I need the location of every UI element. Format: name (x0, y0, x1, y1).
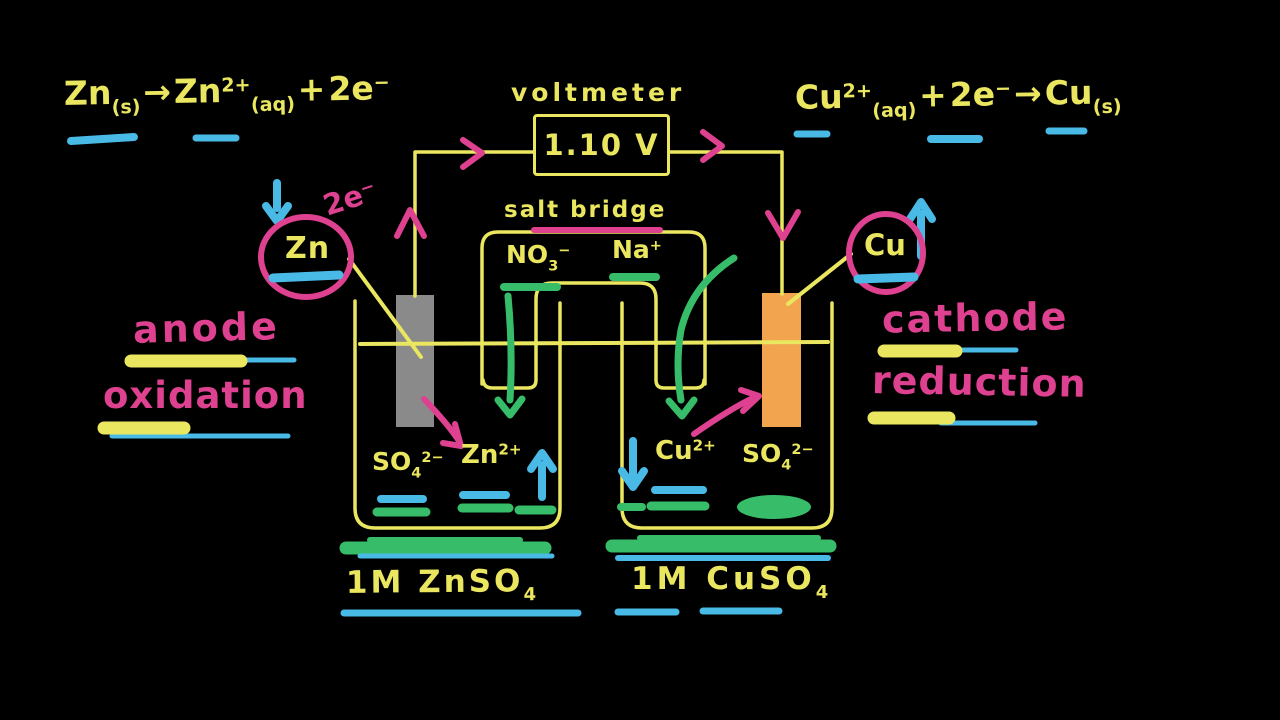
zinc-label-circle (258, 214, 354, 300)
zinc-label-underline (268, 270, 344, 283)
copper-ion-decrease-arrowhead-icon (618, 467, 648, 491)
copper-label-underline (853, 272, 919, 284)
ion-symbol: SO (372, 447, 412, 476)
zinc-mass-decrease-arrowhead-icon (262, 202, 292, 225)
ion-charge: − (558, 243, 571, 260)
product-state: (aq) (250, 92, 296, 117)
sulfate-blob-green (737, 495, 811, 519)
zinc-ion-increase-arrowhead-icon (527, 449, 557, 473)
electrons-charge: − (373, 70, 390, 94)
reduction-half-reaction: Cu2+(aq)+2e−→Cu(s) (794, 72, 1122, 123)
ion-charge: 2− (791, 442, 814, 459)
copper-electrode-bar (762, 293, 801, 427)
reactant-symbol: Zn (63, 73, 112, 113)
ion-charge: 2− (421, 450, 444, 467)
voltmeter-box: 1.10 V (533, 114, 670, 176)
zinc-dissolving-arrowhead-icon (440, 421, 464, 449)
electron-up-arrow-icon (394, 207, 427, 239)
sodium-flow-arrowhead-icon (665, 396, 698, 420)
ion-charge: + (649, 238, 662, 255)
electrons: 2e (949, 74, 996, 115)
ion-subscript: 3 (548, 258, 559, 275)
sodium-flow-arrow (674, 254, 738, 404)
zinc-sulfate-solution-label: 1M ZnSO4 (345, 563, 537, 606)
solution-name: 1M ZnSO (345, 563, 524, 601)
ion-subscript: 4 (411, 465, 422, 482)
plus-sign: + (918, 75, 948, 115)
zinc-ion-label: Zn2+ (461, 442, 522, 468)
copper-sulfate-solution-label: 1M CuSO4 (631, 564, 828, 602)
ion-symbol: NO (506, 240, 549, 269)
solution-name: 1M CuSO (631, 561, 816, 597)
salt-bridge-inner (481, 281, 706, 390)
solution-subscript: 4 (815, 581, 829, 603)
sulfate-ion-label-right: SO42− (742, 441, 814, 473)
salt-bridge-label: salt bridge (504, 197, 667, 223)
sulfate-ion-label-left: SO42− (372, 449, 444, 481)
ion-charge: 2+ (498, 440, 522, 459)
voltmeter-label: voltmeter (511, 78, 686, 107)
copper-mass-increase-arrowhead-icon (906, 198, 936, 223)
ion-symbol: Na (612, 235, 650, 264)
ion-symbol: Cu (655, 436, 693, 466)
nitrate-flow-arrow (504, 292, 515, 404)
sodium-ion-label: Na+ (612, 237, 662, 262)
water-level-line (358, 340, 830, 346)
nitrate-flow-arrowhead-icon (494, 395, 526, 419)
product-state: (s) (1092, 94, 1122, 119)
voltmeter-reading: 1.10 V (543, 128, 660, 162)
copper-label-connector (786, 252, 853, 306)
wire-anode (413, 150, 535, 298)
reactant-state: (s) (111, 95, 141, 119)
ion-symbol: Zn (461, 440, 499, 470)
reaction-arrow: → (1013, 73, 1043, 114)
anode-label: anode (132, 304, 281, 352)
wire-cathode (668, 150, 784, 296)
current-arrow-right-icon (700, 129, 725, 163)
ion-symbol: SO (742, 439, 782, 468)
copper-deposit-arrowhead-icon (738, 387, 762, 414)
reactant-state: (aq) (872, 98, 917, 123)
oxidation-half-reaction: Zn(s)→Zn2+(aq)+2e− (63, 68, 390, 119)
copper-label-circle (846, 211, 926, 295)
product-symbol: Zn (173, 71, 222, 111)
copper-deposit-arrow (691, 395, 756, 437)
oxidation-label: oxidation (103, 374, 308, 417)
electrons-charge: − (994, 76, 1012, 100)
copper-metal-label: Cu (864, 228, 906, 262)
underline-blue (67, 133, 138, 145)
reactant-symbol: Cu (794, 77, 844, 117)
ion-subscript: 4 (781, 457, 792, 474)
electrons: 2e (328, 68, 375, 109)
current-arrow-left-icon (460, 137, 485, 170)
reaction-arrow: → (142, 71, 172, 112)
beaker-right (620, 301, 834, 530)
solution-subscript: 4 (523, 584, 537, 606)
beaker-left (353, 299, 562, 530)
zinc-label-connector (347, 257, 423, 359)
product-charge: 2+ (221, 73, 251, 97)
cathode-label: cathode (881, 294, 1069, 342)
electron-down-arrow-icon (765, 209, 801, 241)
reactant-charge: 2+ (842, 78, 873, 103)
zinc-metal-label: Zn (285, 231, 331, 266)
plus-sign: + (297, 69, 326, 109)
ion-charge: 2+ (692, 436, 716, 455)
reduction-label: reduction (871, 358, 1088, 406)
product-symbol: Cu (1044, 72, 1093, 113)
nitrate-ion-label: NO3− (506, 242, 570, 274)
copper-ion-label: Cu2+ (655, 438, 716, 464)
